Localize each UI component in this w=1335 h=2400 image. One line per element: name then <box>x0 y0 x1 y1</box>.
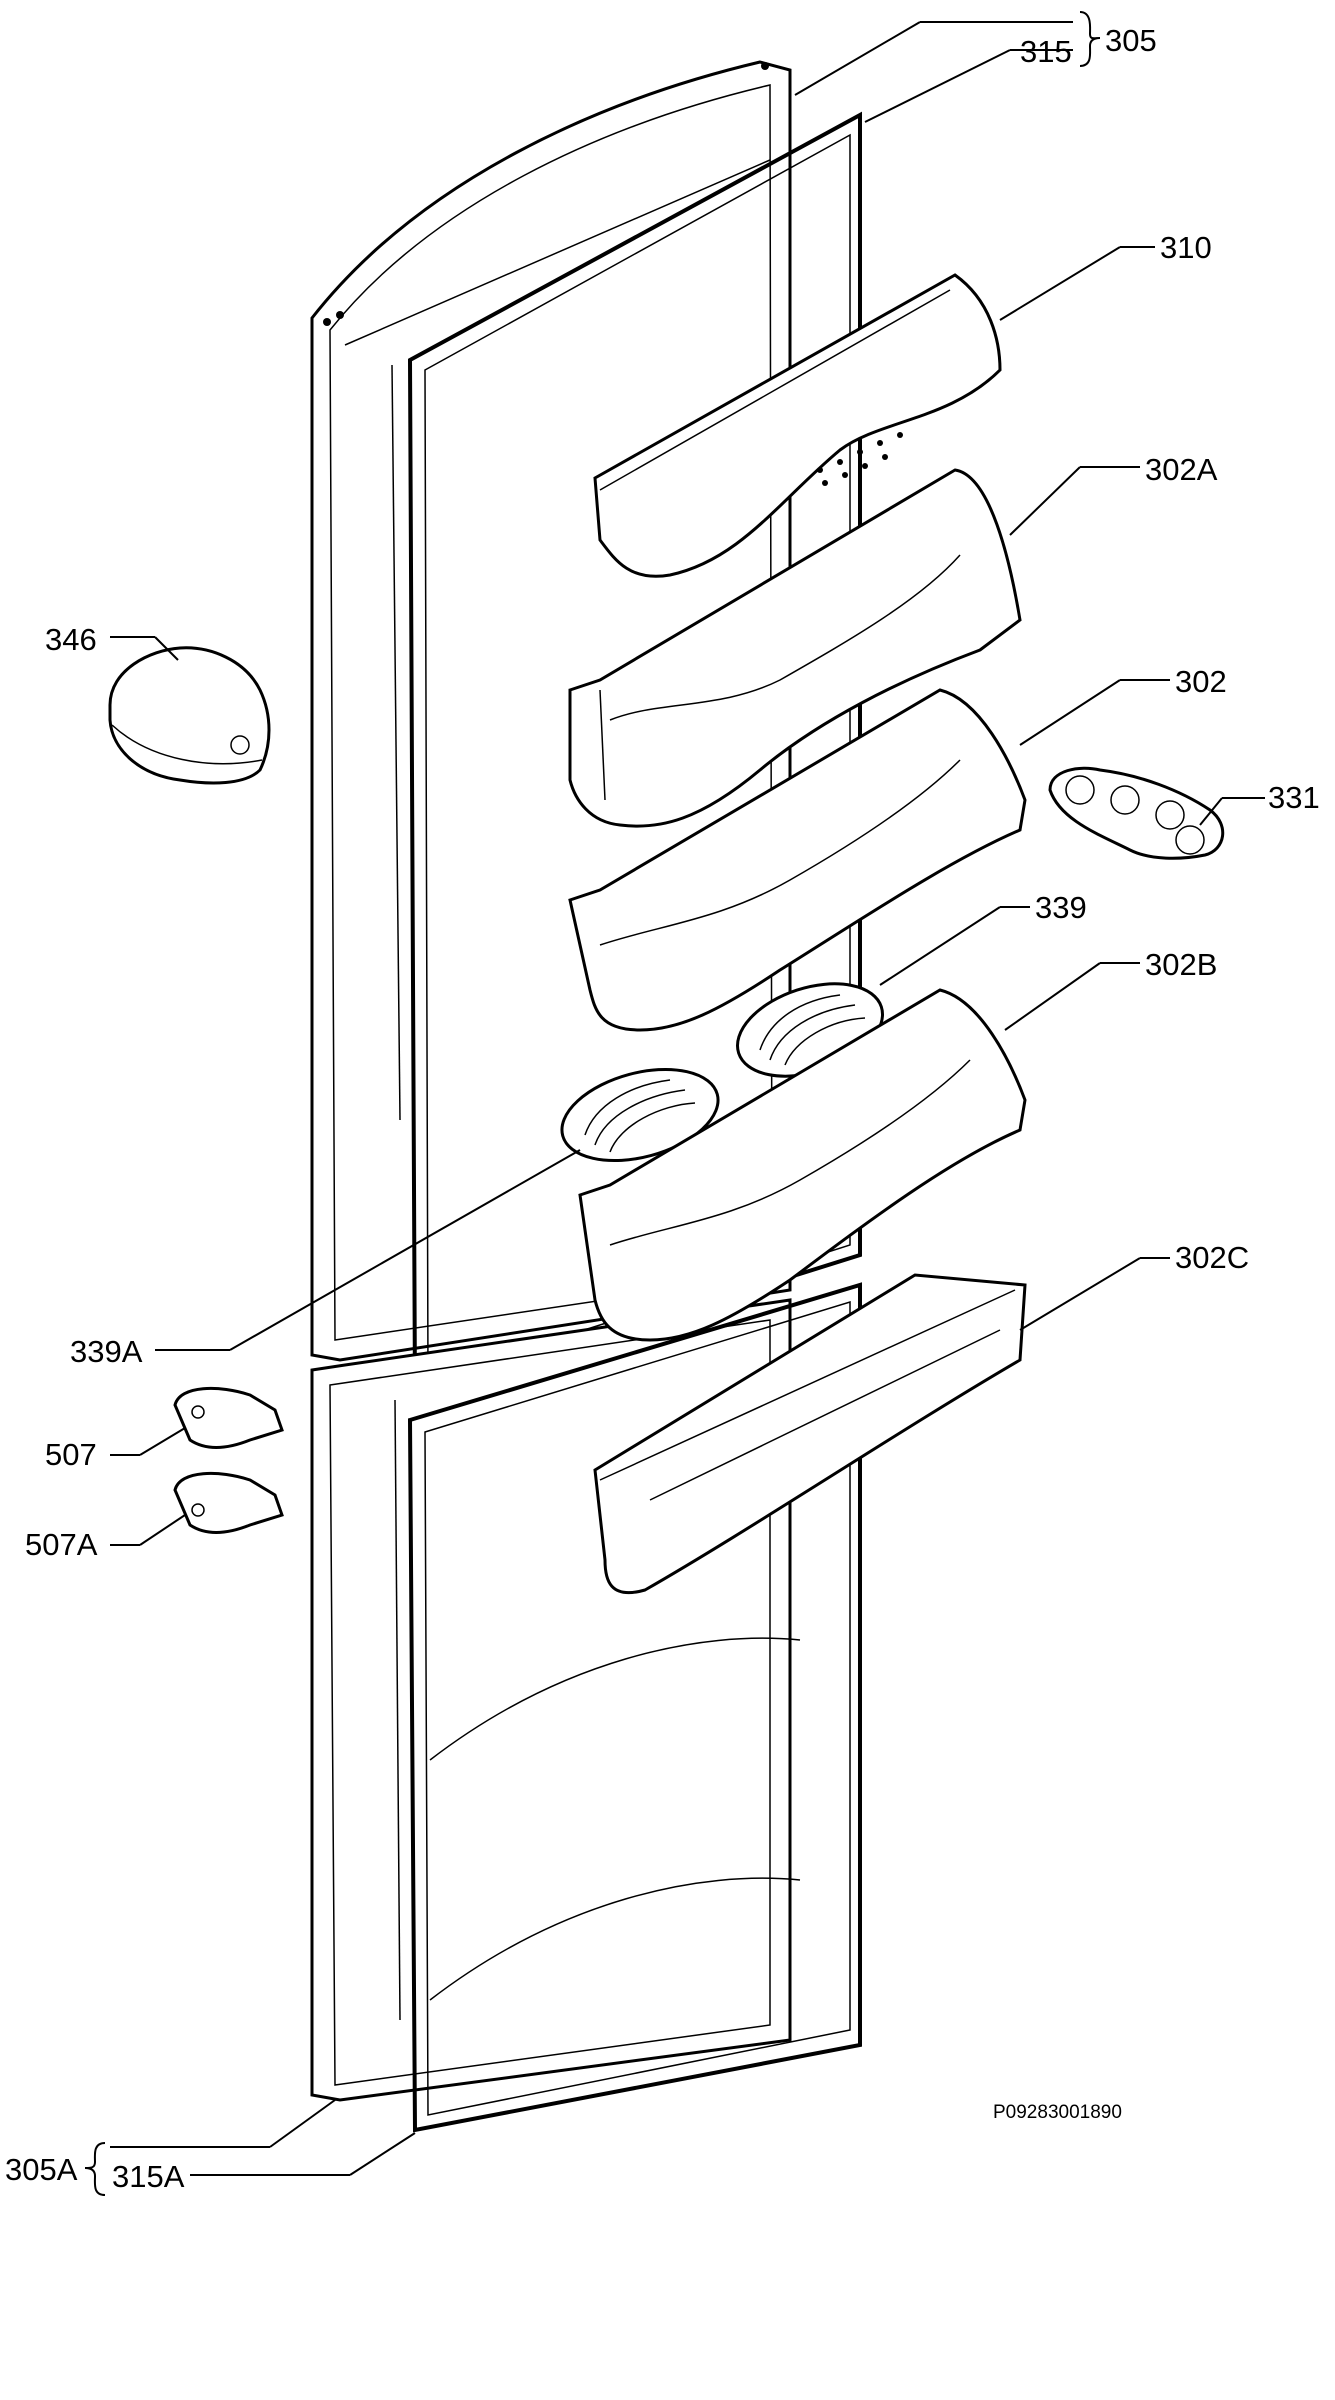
label-302C: 302C <box>1175 1240 1249 1275</box>
brace-305A <box>84 2142 106 2196</box>
egg-tray-331 <box>1048 766 1225 860</box>
upper-door-gasket <box>391 111 862 1398</box>
drawing-code: P09283001890 <box>993 2102 1122 2123</box>
label-346: 346 <box>45 622 97 657</box>
door-shelf-302A <box>568 468 1022 828</box>
label-339: 339 <box>1035 890 1087 925</box>
label-507A: 507A <box>25 1527 98 1562</box>
hinge-507A <box>173 1471 284 1534</box>
dairy-cover-339A <box>560 1067 720 1163</box>
label-302: 302 <box>1175 664 1227 699</box>
brace-305 <box>1079 11 1101 67</box>
label-302A: 302A <box>1145 452 1218 487</box>
shelf-cover-310 <box>593 273 1002 578</box>
lower-door-gasket <box>407 1282 862 2133</box>
hinge-cover-346 <box>108 646 271 785</box>
leader-lines <box>110 21 1265 2176</box>
label-302B: 302B <box>1145 947 1217 982</box>
label-339A: 339A <box>70 1334 143 1369</box>
label-305: 305 <box>1105 23 1157 58</box>
label-305A: 305A <box>5 2152 78 2187</box>
door-shelf-302 <box>568 688 1027 1032</box>
label-310: 310 <box>1160 230 1212 265</box>
label-315: 315 <box>1020 34 1072 69</box>
label-315A: 315A <box>112 2159 185 2194</box>
door-shelf-302B <box>578 988 1027 1342</box>
hinge-507 <box>173 1386 284 1449</box>
upper-door-panel <box>310 60 792 1362</box>
bottle-shelf-302C <box>593 1273 1027 1595</box>
label-331: 331 <box>1268 780 1320 815</box>
label-507: 507 <box>45 1437 97 1472</box>
